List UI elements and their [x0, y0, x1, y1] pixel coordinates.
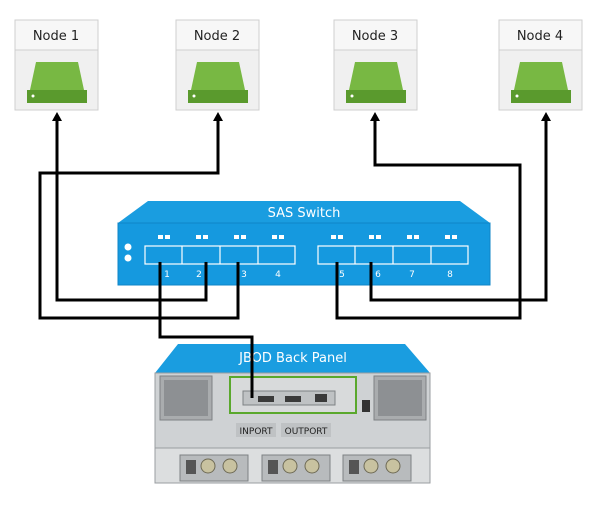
inport-label-bg — [236, 423, 276, 437]
status-led — [124, 254, 132, 262]
node-2[interactable]: Node 2 — [175, 19, 260, 111]
port-number: 3 — [241, 270, 247, 280]
server-icon — [27, 62, 87, 103]
power-switch[interactable] — [362, 400, 370, 412]
arrow-node3 — [370, 112, 380, 121]
node-label: Node 3 — [352, 29, 398, 44]
port-number: 6 — [375, 270, 381, 280]
vent-right — [373, 375, 427, 421]
port-leds — [158, 235, 457, 239]
server-icon — [188, 62, 248, 103]
arrow-node1 — [52, 112, 62, 121]
arrow-node4 — [541, 112, 551, 121]
power-supply-1 — [179, 454, 249, 482]
node-label: Node 2 — [194, 29, 240, 44]
inport-connector[interactable] — [258, 396, 274, 402]
cable-node2-port3 — [38, 118, 240, 320]
arrow-node2 — [213, 112, 223, 121]
status-led — [124, 243, 132, 251]
jbod-title: JBOD Back Panel — [238, 351, 347, 366]
node-1[interactable]: Node 1 — [14, 19, 99, 111]
jbod-back-panel[interactable]: JBOD Back Panel INPORT OUTPORT — [154, 344, 431, 484]
sas-switch[interactable]: SAS Switch 1 2 3 4 5 6 7 8 — [117, 201, 491, 286]
power-supply-3 — [342, 454, 412, 482]
cable-node3-port5 — [335, 118, 522, 320]
outport-connector[interactable] — [285, 396, 301, 402]
server-icon — [511, 62, 571, 103]
port-number: 5 — [339, 270, 345, 280]
inport-label: INPORT — [240, 427, 273, 437]
node-4[interactable]: Node 4 — [498, 19, 583, 111]
cables — [38, 118, 548, 398]
port-number: 1 — [164, 270, 170, 280]
vent-left — [159, 375, 213, 421]
node-label: Node 1 — [33, 29, 79, 44]
node-3[interactable]: Node 3 — [333, 19, 418, 111]
server-icon — [346, 62, 406, 103]
port-number: 4 — [275, 270, 281, 280]
switch-title: SAS Switch — [268, 206, 341, 221]
cable-port1-jbod — [158, 262, 254, 398]
port-number: 8 — [447, 270, 453, 280]
cable-node4-port6 — [369, 118, 548, 302]
cable-arrows — [52, 112, 551, 121]
outport-label-bg — [281, 423, 331, 437]
node-label: Node 4 — [517, 29, 563, 44]
cable-node1-port2 — [55, 118, 208, 302]
outport-label: OUTPORT — [285, 427, 328, 437]
power-supply-2 — [261, 454, 331, 482]
port-number: 7 — [409, 270, 415, 280]
port-number: 2 — [196, 270, 202, 280]
